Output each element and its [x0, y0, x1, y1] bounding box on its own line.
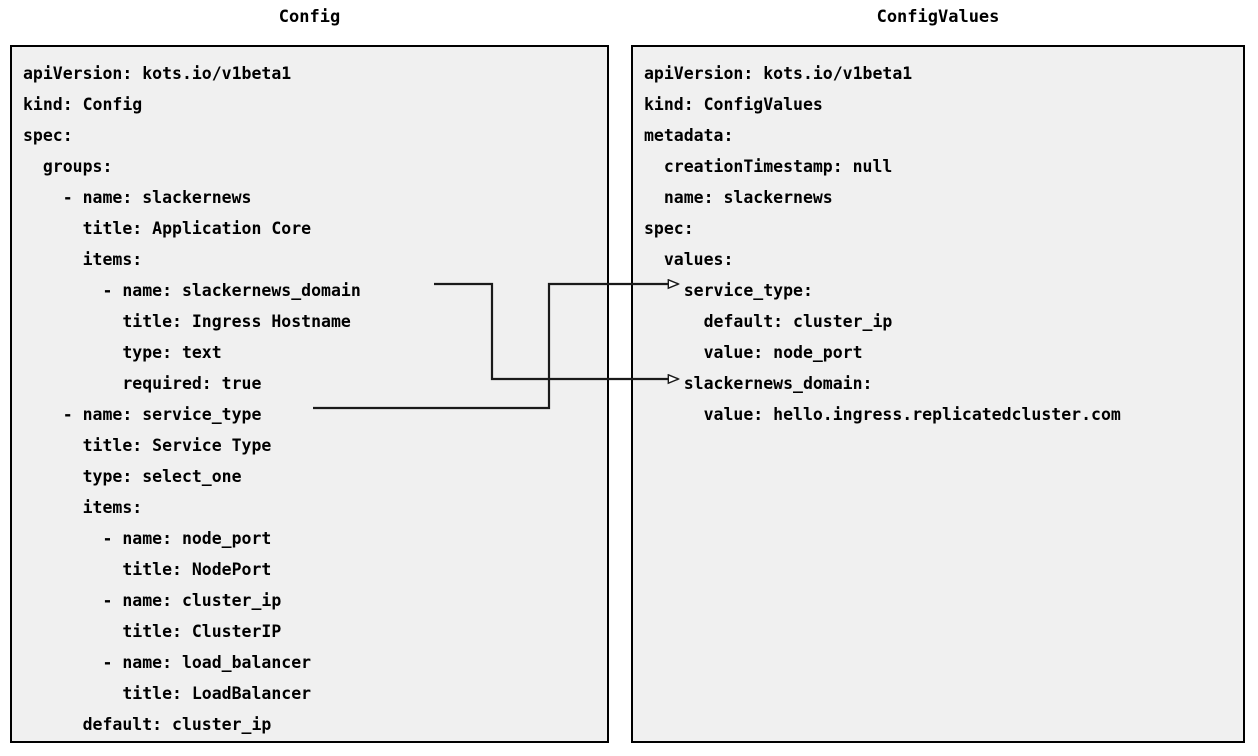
panel-title-configvalues: ConfigValues: [876, 7, 1000, 27]
yaml-code-config: apiVersion: kots.io/v1beta1 kind: Config s…: [23, 58, 361, 740]
yaml-line: kind: ConfigValues: [644, 95, 823, 114]
yaml-line: items:: [23, 498, 143, 517]
yaml-line: default: cluster_ip: [644, 312, 893, 331]
yaml-line: title: Ingress Hostname: [23, 312, 351, 331]
yaml-line: type: select_one: [23, 467, 242, 486]
yaml-line: apiVersion: kots.io/v1beta1: [23, 64, 292, 83]
yaml-line: spec:: [644, 219, 694, 238]
yaml-line: - name: cluster_ip: [23, 591, 282, 610]
yaml-line: kind: Config: [23, 95, 143, 114]
yaml-line: - name: load_balancer: [23, 653, 312, 672]
yaml-line: required: true: [23, 374, 262, 393]
yaml-line: name: slackernews: [644, 188, 833, 207]
yaml-line: title: ClusterIP: [23, 622, 282, 641]
yaml-line: value: hello.ingress.replicatedcluster.c…: [644, 405, 1121, 424]
yaml-line: - name: slackernews_domain: [23, 281, 361, 300]
panel-config: apiVersion: kots.io/v1beta1 kind: Config s…: [10, 45, 609, 743]
yaml-line: values:: [644, 250, 734, 269]
yaml-line: groups:: [23, 157, 113, 176]
yaml-line: service_type:: [644, 281, 813, 300]
yaml-line: - name: service_type: [23, 405, 262, 424]
yaml-code-configvalues: apiVersion: kots.io/v1beta1 kind: ConfigV…: [644, 58, 1121, 430]
yaml-line: spec:: [23, 126, 73, 145]
yaml-line: default: cluster_ip: [23, 715, 272, 734]
yaml-line: value: node_port: [644, 343, 863, 362]
yaml-line: - name: node_port: [23, 529, 272, 548]
panel-configvalues: apiVersion: kots.io/v1beta1 kind: ConfigV…: [631, 45, 1245, 743]
yaml-line: apiVersion: kots.io/v1beta1: [644, 64, 913, 83]
yaml-line: creationTimestamp: null: [644, 157, 893, 176]
yaml-line: metadata:: [644, 126, 734, 145]
yaml-line: title: NodePort: [23, 560, 272, 579]
yaml-line: items:: [23, 250, 143, 269]
yaml-line: title: LoadBalancer: [23, 684, 312, 703]
yaml-line: slackernews_domain:: [644, 374, 873, 393]
panel-title-config: Config: [278, 7, 341, 27]
yaml-line: title: Service Type: [23, 436, 272, 455]
yaml-line: type: text: [23, 343, 222, 362]
yaml-line: title: Application Core: [23, 219, 312, 238]
yaml-line: - name: slackernews: [23, 188, 252, 207]
